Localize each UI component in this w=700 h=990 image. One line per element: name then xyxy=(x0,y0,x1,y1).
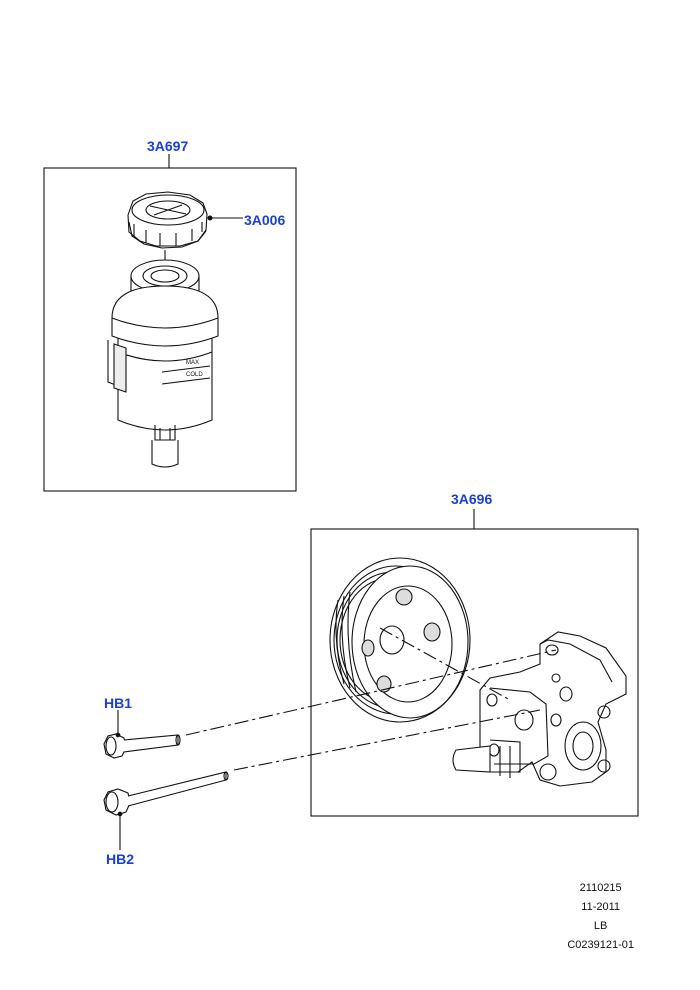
svg-text:MAX: MAX xyxy=(186,360,199,366)
callout-bolt-short[interactable]: HB1 xyxy=(104,695,133,711)
reference-date: 11-2011 xyxy=(581,901,621,913)
callout-reservoir-assembly[interactable]: 3A697 xyxy=(147,138,189,154)
bolt-short-drawing xyxy=(103,733,181,759)
reference-id: C0239121-01 xyxy=(567,939,634,951)
svg-text:COLD: COLD xyxy=(186,372,203,378)
bolt-centerlines xyxy=(185,627,557,771)
drawing-reference-block: 2110215 11-2011 LB C0239121-01 xyxy=(567,879,634,955)
bolt-long-drawing xyxy=(103,771,229,816)
callout-reservoir-cap[interactable]: 3A006 xyxy=(244,212,286,228)
callout-pump-assembly[interactable]: 3A696 xyxy=(451,491,493,507)
pulley-drawing xyxy=(329,557,471,723)
pump-body-drawing xyxy=(452,631,627,787)
reference-number: 2110215 xyxy=(579,882,622,894)
reservoir-cap-drawing xyxy=(127,191,208,249)
reservoir-body-drawing: MAX COLD xyxy=(107,259,219,468)
callout-bolt-long[interactable]: HB2 xyxy=(106,851,135,867)
reference-code: LB xyxy=(593,920,608,932)
